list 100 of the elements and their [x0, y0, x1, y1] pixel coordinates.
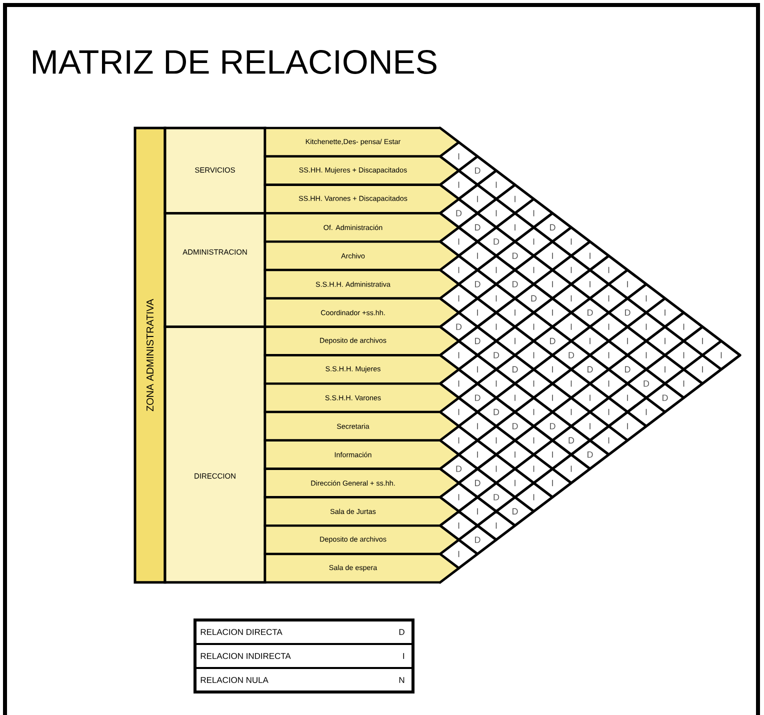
relation-letter: I: [552, 366, 553, 372]
relation-letter: I: [514, 394, 516, 401]
relation-letter: I: [608, 437, 610, 444]
legend-symbol: N: [399, 677, 404, 683]
relation-letter: D: [550, 423, 556, 430]
relation-letter: I: [570, 266, 572, 274]
relation-letter: I: [514, 338, 516, 344]
relation-letter: I: [458, 182, 460, 188]
relation-letter: I: [570, 295, 572, 302]
relation-letter: I: [458, 494, 460, 500]
relation-letter: I: [514, 480, 516, 486]
legend-symbol: D: [399, 629, 404, 635]
relation-letter: I: [477, 423, 478, 430]
relation-letter: D: [475, 224, 480, 230]
relation-letter: I: [477, 252, 478, 259]
relation-letter: I: [496, 182, 497, 188]
relation-letter: I: [477, 310, 478, 316]
relation-letter: I: [608, 408, 610, 416]
relation-letter: D: [512, 281, 518, 288]
relation-letter: I: [570, 466, 572, 472]
relation-letter: I: [496, 324, 497, 330]
relation-letter: D: [494, 408, 500, 416]
relation-letter: I: [570, 324, 572, 330]
relation-letter: I: [514, 310, 516, 316]
relation-letter: D: [494, 352, 500, 358]
relation-letter: D: [475, 536, 480, 543]
relation-letter: D: [568, 352, 574, 358]
relation-letter: I: [646, 295, 647, 302]
relation-letter: I: [477, 452, 478, 458]
relation-letter: I: [496, 380, 497, 387]
relation-letter: I: [458, 380, 460, 387]
relation-letter: I: [552, 281, 553, 288]
relation-letter: I: [514, 196, 516, 202]
relation-letter: I: [533, 380, 534, 387]
zone-band: ZONA ADMINISTRATIVA: [134, 126, 166, 584]
relation-letter: I: [458, 295, 460, 302]
relation-letter: I: [533, 210, 534, 216]
relation-letter: D: [588, 366, 593, 372]
relation-letter: I: [720, 352, 722, 358]
relation-letter: I: [664, 310, 666, 316]
relation-letter: D: [512, 366, 518, 372]
relation-letter: I: [552, 310, 553, 316]
relation-letter: I: [570, 238, 572, 245]
relation-letter: I: [533, 494, 534, 500]
relation-letter: I: [514, 224, 516, 230]
relation-letter: D: [475, 168, 480, 174]
relation-letter: D: [644, 380, 650, 387]
relation-letter: I: [552, 394, 553, 401]
relation-letter: I: [477, 508, 478, 514]
relation-letter: D: [625, 310, 630, 316]
relation-letter: D: [456, 466, 462, 472]
relation-letter: I: [570, 380, 572, 387]
relation-letter: I: [458, 153, 460, 160]
relation-letter: I: [627, 423, 628, 430]
relation-letter: I: [533, 466, 534, 472]
relation-letter: I: [683, 324, 684, 330]
relation-letter: I: [627, 338, 628, 344]
relation-letter: D: [456, 324, 462, 330]
relation-letter: I: [533, 324, 534, 330]
legend-text: RELACION DIRECTA: [200, 629, 282, 635]
relation-letter: D: [475, 338, 480, 344]
relation-letter: D: [662, 394, 668, 401]
relation-letter: I: [514, 452, 516, 458]
relation-letter: I: [533, 266, 534, 274]
relation-letter: I: [496, 295, 497, 302]
relation-letter: I: [552, 452, 553, 458]
relation-letter: I: [683, 380, 684, 387]
relation-letter: D: [625, 366, 630, 372]
relation-letter: I: [570, 408, 572, 416]
relation-letter: D: [456, 210, 462, 216]
relation-letter: I: [608, 324, 610, 330]
relation-letter: I: [533, 238, 534, 245]
relation-letter: I: [683, 352, 684, 358]
relation-letter: D: [550, 338, 556, 344]
relation-letter: I: [458, 437, 460, 444]
relation-letter: I: [646, 352, 647, 358]
relation-letter: D: [588, 310, 593, 316]
relation-letter: I: [477, 366, 478, 372]
relation-letter: I: [458, 266, 460, 274]
relation-letter: I: [664, 366, 666, 372]
relation-letter: D: [512, 252, 518, 259]
relation-letter: I: [533, 352, 534, 358]
relation-letter: I: [458, 408, 460, 416]
relation-letter: D: [550, 224, 556, 230]
relation-letter: D: [494, 494, 500, 500]
relation-letter: I: [496, 437, 497, 444]
relation-letter: D: [494, 238, 500, 245]
legend-text: RELACION NULA: [200, 677, 268, 683]
relation-letter: I: [458, 522, 460, 529]
relation-letter: I: [552, 252, 553, 259]
relation-letter: I: [496, 522, 497, 529]
relation-letter: I: [608, 352, 610, 358]
relation-letter: I: [646, 324, 647, 330]
relation-letter: I: [702, 338, 703, 344]
relation-letter: D: [568, 437, 574, 444]
relation-letter: I: [458, 238, 460, 245]
relation-letter: D: [512, 508, 518, 514]
relation-letter: I: [664, 338, 666, 344]
relation-letter: I: [552, 480, 553, 486]
relation-letter: I: [496, 210, 497, 216]
